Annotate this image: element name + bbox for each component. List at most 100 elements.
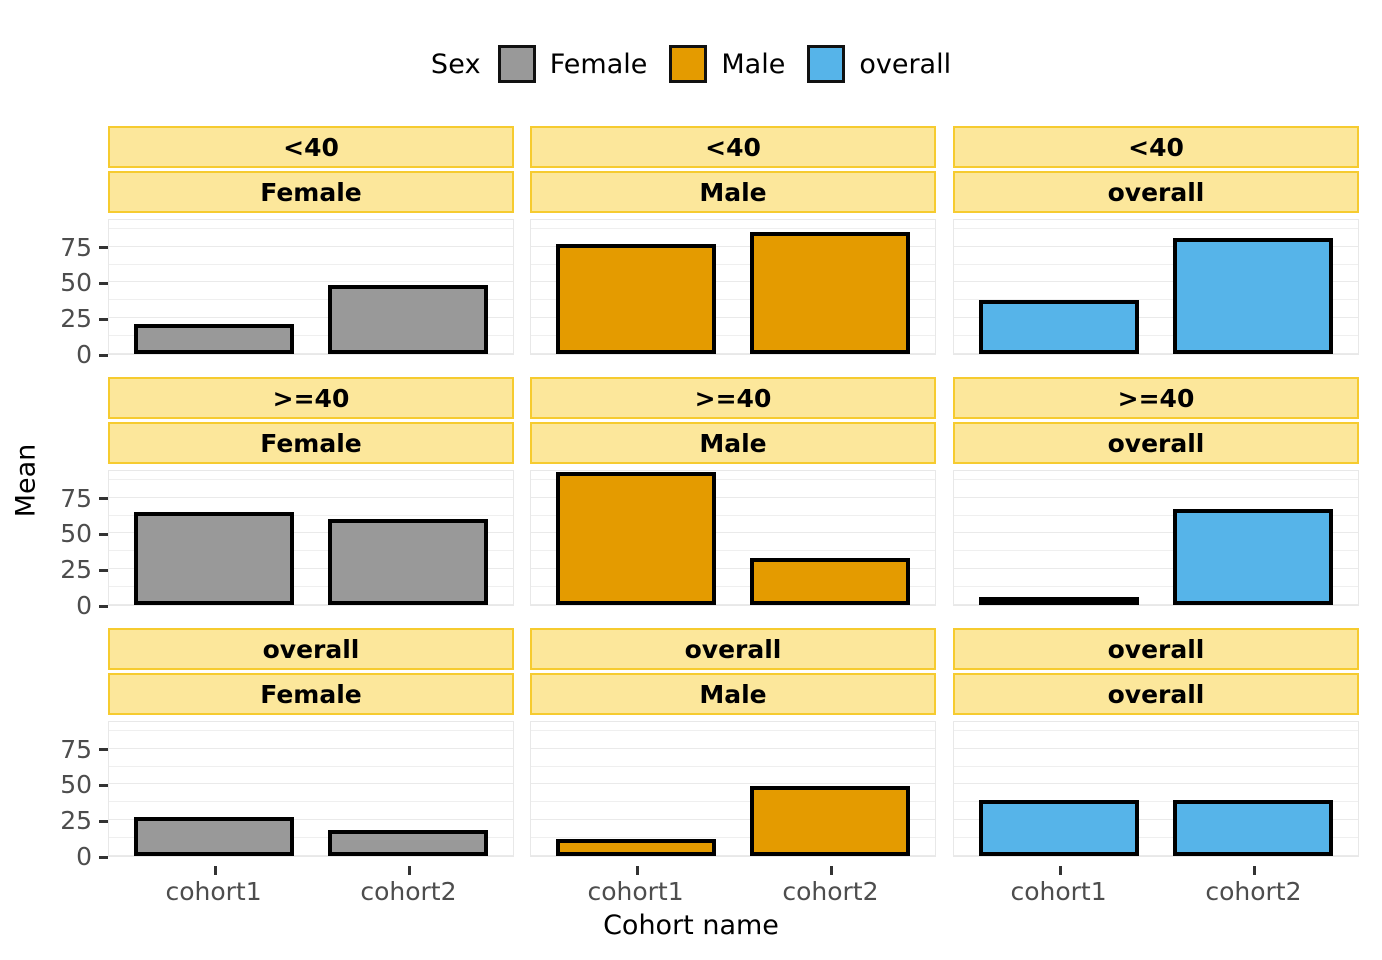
facet-strip-row-label: overall — [108, 628, 514, 670]
gridline — [954, 335, 1358, 337]
bar-cohort2[interactable] — [327, 285, 488, 354]
gridline — [109, 765, 513, 767]
gridline — [531, 496, 935, 498]
facet-strip-col-label: overall — [953, 422, 1359, 464]
legend-label-female: Female — [549, 48, 648, 80]
gridline — [954, 765, 1358, 767]
gridline — [109, 837, 513, 839]
facet-strip-col-label: Male — [530, 171, 936, 213]
bar-cohort2[interactable] — [749, 232, 910, 354]
legend-entry-male[interactable]: Male — [669, 45, 785, 83]
bars-container — [531, 471, 935, 605]
gridline — [954, 783, 1358, 785]
facet-strip-row-label: <40 — [953, 126, 1359, 168]
gridline — [531, 819, 935, 821]
legend-entry-female[interactable]: Female — [497, 45, 648, 83]
gridline — [109, 496, 513, 498]
gridline — [954, 478, 1358, 480]
y-tick-mark — [99, 783, 108, 787]
x-tick-mark — [213, 866, 217, 875]
gridline — [531, 478, 935, 480]
gridline — [954, 855, 1358, 856]
bar-cohort2[interactable] — [1172, 800, 1333, 856]
legend-swatch-male — [669, 45, 708, 83]
x-tick-label-cohort1: cohort1 — [1010, 877, 1107, 906]
gridline — [109, 317, 513, 319]
y-tick-mark — [99, 281, 108, 285]
bar-cohort2[interactable] — [1172, 238, 1333, 354]
bars-container — [954, 471, 1358, 605]
facet-strip-col-label: overall — [953, 171, 1359, 213]
bars-container — [954, 722, 1358, 856]
bars-container — [954, 220, 1358, 354]
gridline — [109, 783, 513, 785]
gridline — [954, 819, 1358, 821]
panel-area — [953, 219, 1359, 355]
gridline — [531, 783, 935, 785]
facet-strip-row-label: >=40 — [530, 377, 936, 419]
gridline — [954, 227, 1358, 229]
panel-area — [530, 219, 936, 355]
gridline — [531, 550, 935, 552]
gridline — [109, 586, 513, 588]
bar-cohort2[interactable] — [327, 830, 488, 856]
legend-swatch-overall — [807, 45, 846, 83]
gridline — [531, 227, 935, 229]
facet-strip-col-label: Female — [108, 673, 514, 715]
gridline — [954, 496, 1358, 498]
gridline — [954, 604, 1358, 605]
facet-strip-row-label: overall — [530, 628, 936, 670]
gridline — [954, 317, 1358, 319]
gridline — [109, 514, 513, 516]
bar-cohort2[interactable] — [1172, 509, 1333, 605]
bar-cohort1[interactable] — [134, 511, 295, 605]
legend: Sex Female Male overall — [0, 36, 1382, 92]
bars-container — [531, 220, 935, 354]
gridline — [109, 819, 513, 821]
x-tick-label-cohort1: cohort1 — [165, 877, 262, 906]
x-tick-mark — [1253, 866, 1257, 875]
bar-cohort1[interactable] — [556, 243, 717, 354]
gridline — [109, 855, 513, 856]
bar-cohort1[interactable] — [979, 800, 1140, 856]
bar-cohort1[interactable] — [134, 323, 295, 354]
gridline — [109, 801, 513, 803]
facet-strip-col-label: Female — [108, 171, 514, 213]
bar-cohort1[interactable] — [556, 838, 717, 856]
gridline — [954, 837, 1358, 839]
x-tick-mark — [635, 866, 639, 875]
gridline — [954, 353, 1358, 354]
gridline — [954, 801, 1358, 803]
gridline — [109, 227, 513, 229]
x-axis-title: Cohort name — [603, 909, 779, 941]
y-tick-mark — [99, 855, 108, 859]
panel-area — [953, 470, 1359, 606]
panel-area — [108, 470, 514, 606]
panel-area — [530, 470, 936, 606]
bar-cohort1[interactable] — [134, 817, 295, 856]
bar-cohort1[interactable] — [979, 597, 1140, 605]
gridline — [531, 514, 935, 516]
bar-cohort1[interactable] — [556, 471, 717, 605]
bar-cohort2[interactable] — [749, 557, 910, 605]
bar-cohort1[interactable] — [979, 299, 1140, 354]
gridline — [531, 568, 935, 570]
gridline — [954, 586, 1358, 588]
gridline — [954, 245, 1358, 247]
bar-cohort2[interactable] — [749, 785, 910, 856]
gridline — [531, 353, 935, 354]
bars-container — [109, 220, 513, 354]
legend-entry-overall[interactable]: overall — [807, 45, 951, 83]
bar-cohort2[interactable] — [327, 519, 488, 605]
